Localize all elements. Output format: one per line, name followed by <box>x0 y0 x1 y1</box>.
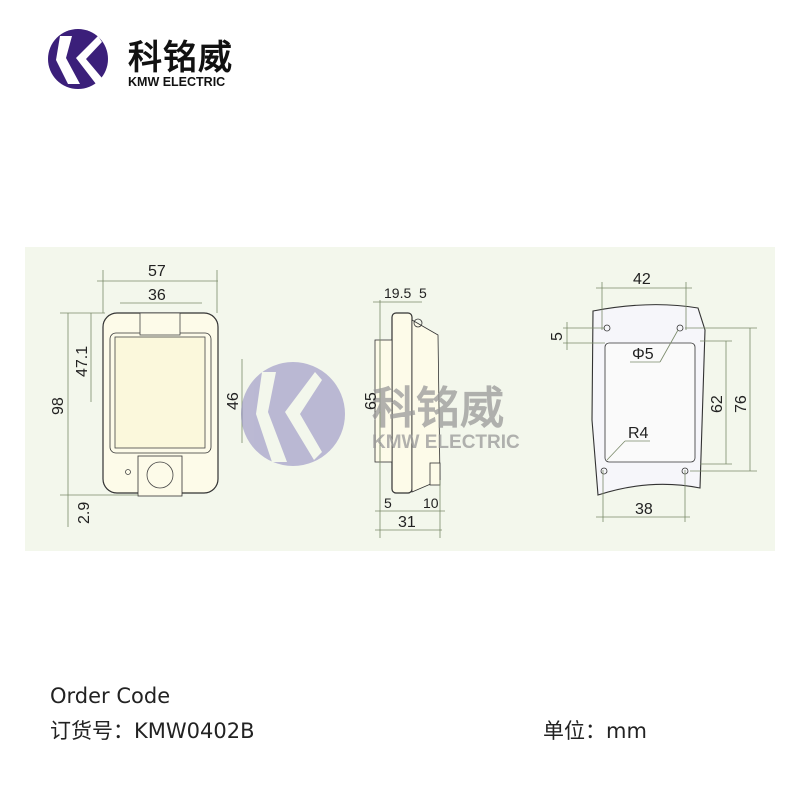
dim-front-inner-width: 36 <box>148 287 166 304</box>
dim-side-depth: 31 <box>398 514 416 531</box>
dim-side-bottom-b: 10 <box>423 495 439 511</box>
watermark-en: KMW ELECTRIC <box>372 432 520 453</box>
dim-front-bottom: 2.9 <box>76 502 93 524</box>
order-code-title: Order Code <box>50 684 171 708</box>
dim-cutout-vertical-span: 76 <box>733 395 750 413</box>
logo-chinese-name: 科铭威 <box>128 38 233 78</box>
watermark-cn: 科铭威 <box>372 383 504 434</box>
dim-side-top-a: 19.5 <box>384 285 411 301</box>
dim-cutout-radius: R4 <box>628 425 649 442</box>
dim-cutout-hole-offset: 5 <box>549 332 566 341</box>
kmw-logo-icon <box>48 29 108 89</box>
logo-english-name: KMW ELECTRIC <box>128 75 226 89</box>
dim-front-window: 46 <box>225 392 242 410</box>
order-code-value: 订货号：KMW0402B <box>50 719 255 743</box>
watermark <box>241 362 345 466</box>
dim-cutout-bottom-span: 38 <box>635 501 653 518</box>
dim-cutout-top-span: 42 <box>633 271 651 288</box>
dim-side-bottom-a: 5 <box>384 495 392 511</box>
dim-front-height: 98 <box>50 397 67 415</box>
dim-front-upper: 47.1 <box>74 346 91 377</box>
dim-cutout-hole-dia: Φ5 <box>632 346 654 363</box>
dim-front-width: 57 <box>148 263 166 280</box>
dim-side-height: 65 <box>363 392 380 410</box>
dim-cutout-inner-height: 62 <box>709 395 726 413</box>
unit-label: 单位：mm <box>543 719 647 743</box>
dim-side-top-b: 5 <box>419 285 427 301</box>
